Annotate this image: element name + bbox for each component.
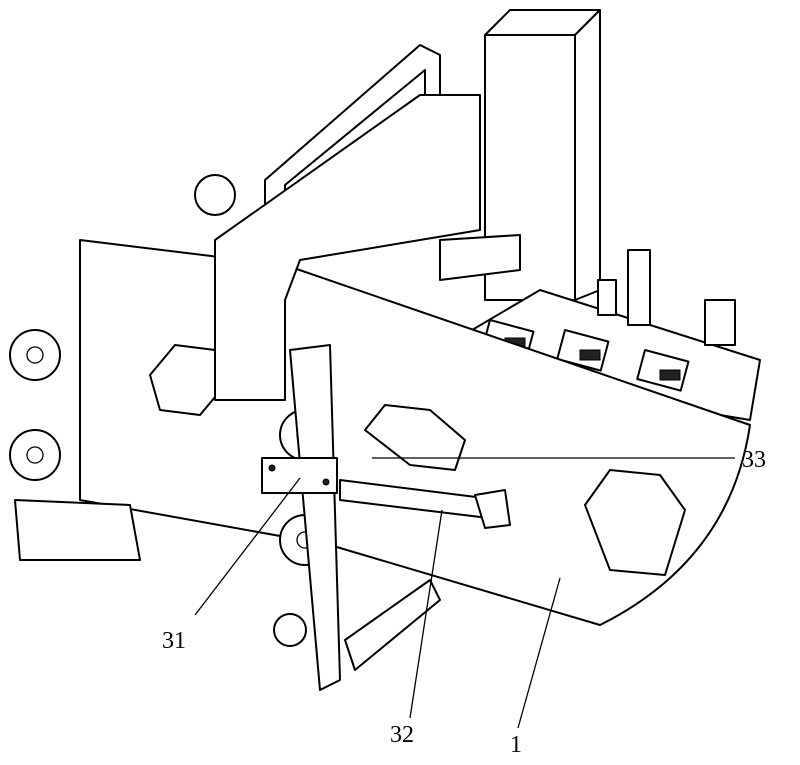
label-31: 31 [162,628,186,654]
label-33: 33 [742,447,766,473]
label-1: 1 [510,732,522,758]
bracket-31 [261,457,338,494]
top-frame [214,44,521,401]
arm-32 [339,479,511,529]
side-plate [14,344,441,691]
vertical-column [484,9,601,301]
leader-lines [194,457,735,729]
label-32: 32 [390,722,414,748]
